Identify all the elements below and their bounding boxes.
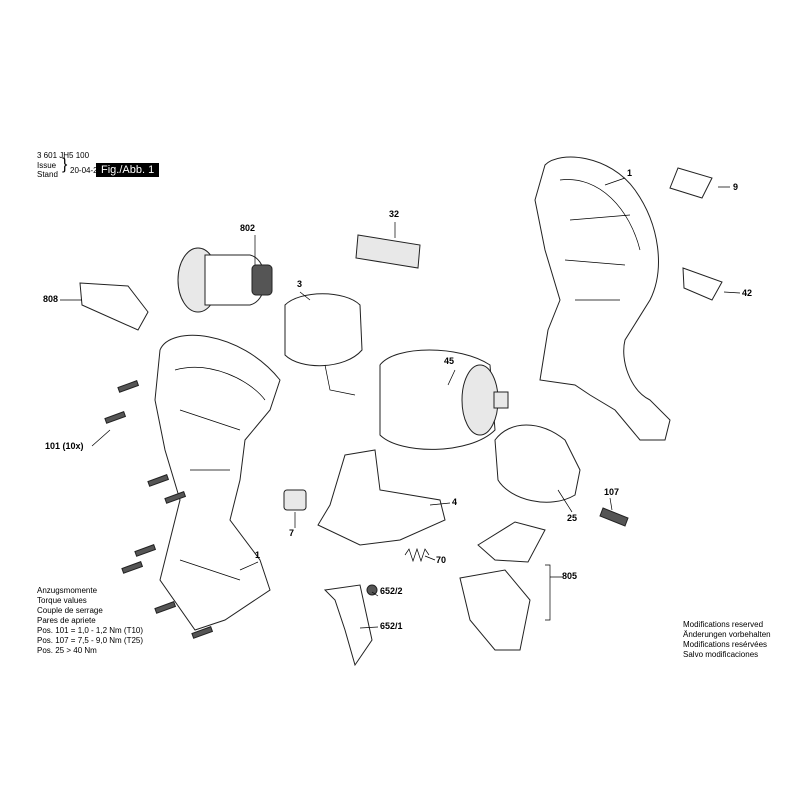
modifications-note: Modifications reserved Änderungen vorbeh… <box>683 620 771 660</box>
screw-652-2 <box>366 584 378 596</box>
modifications-line: Salvo modificaciones <box>683 650 759 659</box>
torque-line: Pos. 25 > 40 Nm <box>37 646 97 655</box>
callout-1-bottom: 1 <box>255 550 261 560</box>
callout-25: 25 <box>567 513 578 523</box>
callout-9: 9 <box>733 182 739 192</box>
belt-clip-652-1 <box>323 584 373 667</box>
modifications-line: Änderungen vorbehalten <box>683 630 771 639</box>
issue-label: Issue <box>37 161 57 170</box>
callout-7: 7 <box>289 528 295 538</box>
part-number: 3 601 JH5 100 <box>37 151 90 160</box>
torque-line: Pos. 107 = 7,5 - 9,0 Nm (T25) <box>37 636 144 645</box>
torque-line: Anzugsmomente <box>37 586 98 595</box>
callout-101: 101 (10x) <box>45 441 84 451</box>
callout-45: 45 <box>444 356 455 366</box>
label-sticker-9 <box>669 167 713 199</box>
callout-32: 32 <box>389 209 400 219</box>
callout-1-top: 1 <box>627 168 633 178</box>
stand-label: Stand <box>37 170 58 179</box>
modifications-line: Modifications reserved <box>683 620 764 629</box>
torque-values-note: Anzugsmomente Torque values Couple de se… <box>37 586 143 656</box>
callout-70: 70 <box>436 555 447 565</box>
callout-4: 4 <box>452 497 458 507</box>
torque-line: Pos. 101 = 1,0 - 1,2 Nm (T10) <box>37 626 144 635</box>
electronics-4 <box>317 449 446 546</box>
callout-802: 802 <box>240 223 256 233</box>
spring-70 <box>404 547 430 563</box>
screws-101 <box>104 380 214 639</box>
torque-line: Pares de apriete <box>37 616 96 625</box>
callout-3: 3 <box>297 279 303 289</box>
callout-42: 42 <box>742 288 753 298</box>
screw-107 <box>599 507 629 527</box>
gearbox-45 <box>379 349 496 450</box>
figure-label: Fig./Abb. 1 <box>96 163 160 177</box>
callout-107: 107 <box>604 487 620 497</box>
stator-3 <box>284 293 363 367</box>
brace: } <box>62 156 68 173</box>
part-7 <box>283 489 307 511</box>
housing-left-half <box>154 334 281 631</box>
switch-805-bottom <box>459 569 531 651</box>
torque-line: Couple de serrage <box>37 606 103 615</box>
chuck-25 <box>494 424 581 503</box>
callout-808: 808 <box>43 294 59 304</box>
callout-805: 805 <box>562 571 578 581</box>
torque-line: Torque values <box>37 596 87 605</box>
label-sticker-808 <box>79 282 149 331</box>
callout-652-1: 652/1 <box>380 621 403 631</box>
label-sticker-42 <box>682 267 723 301</box>
part-32 <box>355 234 421 269</box>
housing-right-half <box>534 156 671 441</box>
switch-805-top <box>477 521 546 563</box>
issue-date: 20-04-28 <box>70 166 103 175</box>
modifications-line: Modifications resérvées <box>683 640 768 649</box>
callout-652-2: 652/2 <box>380 586 403 596</box>
